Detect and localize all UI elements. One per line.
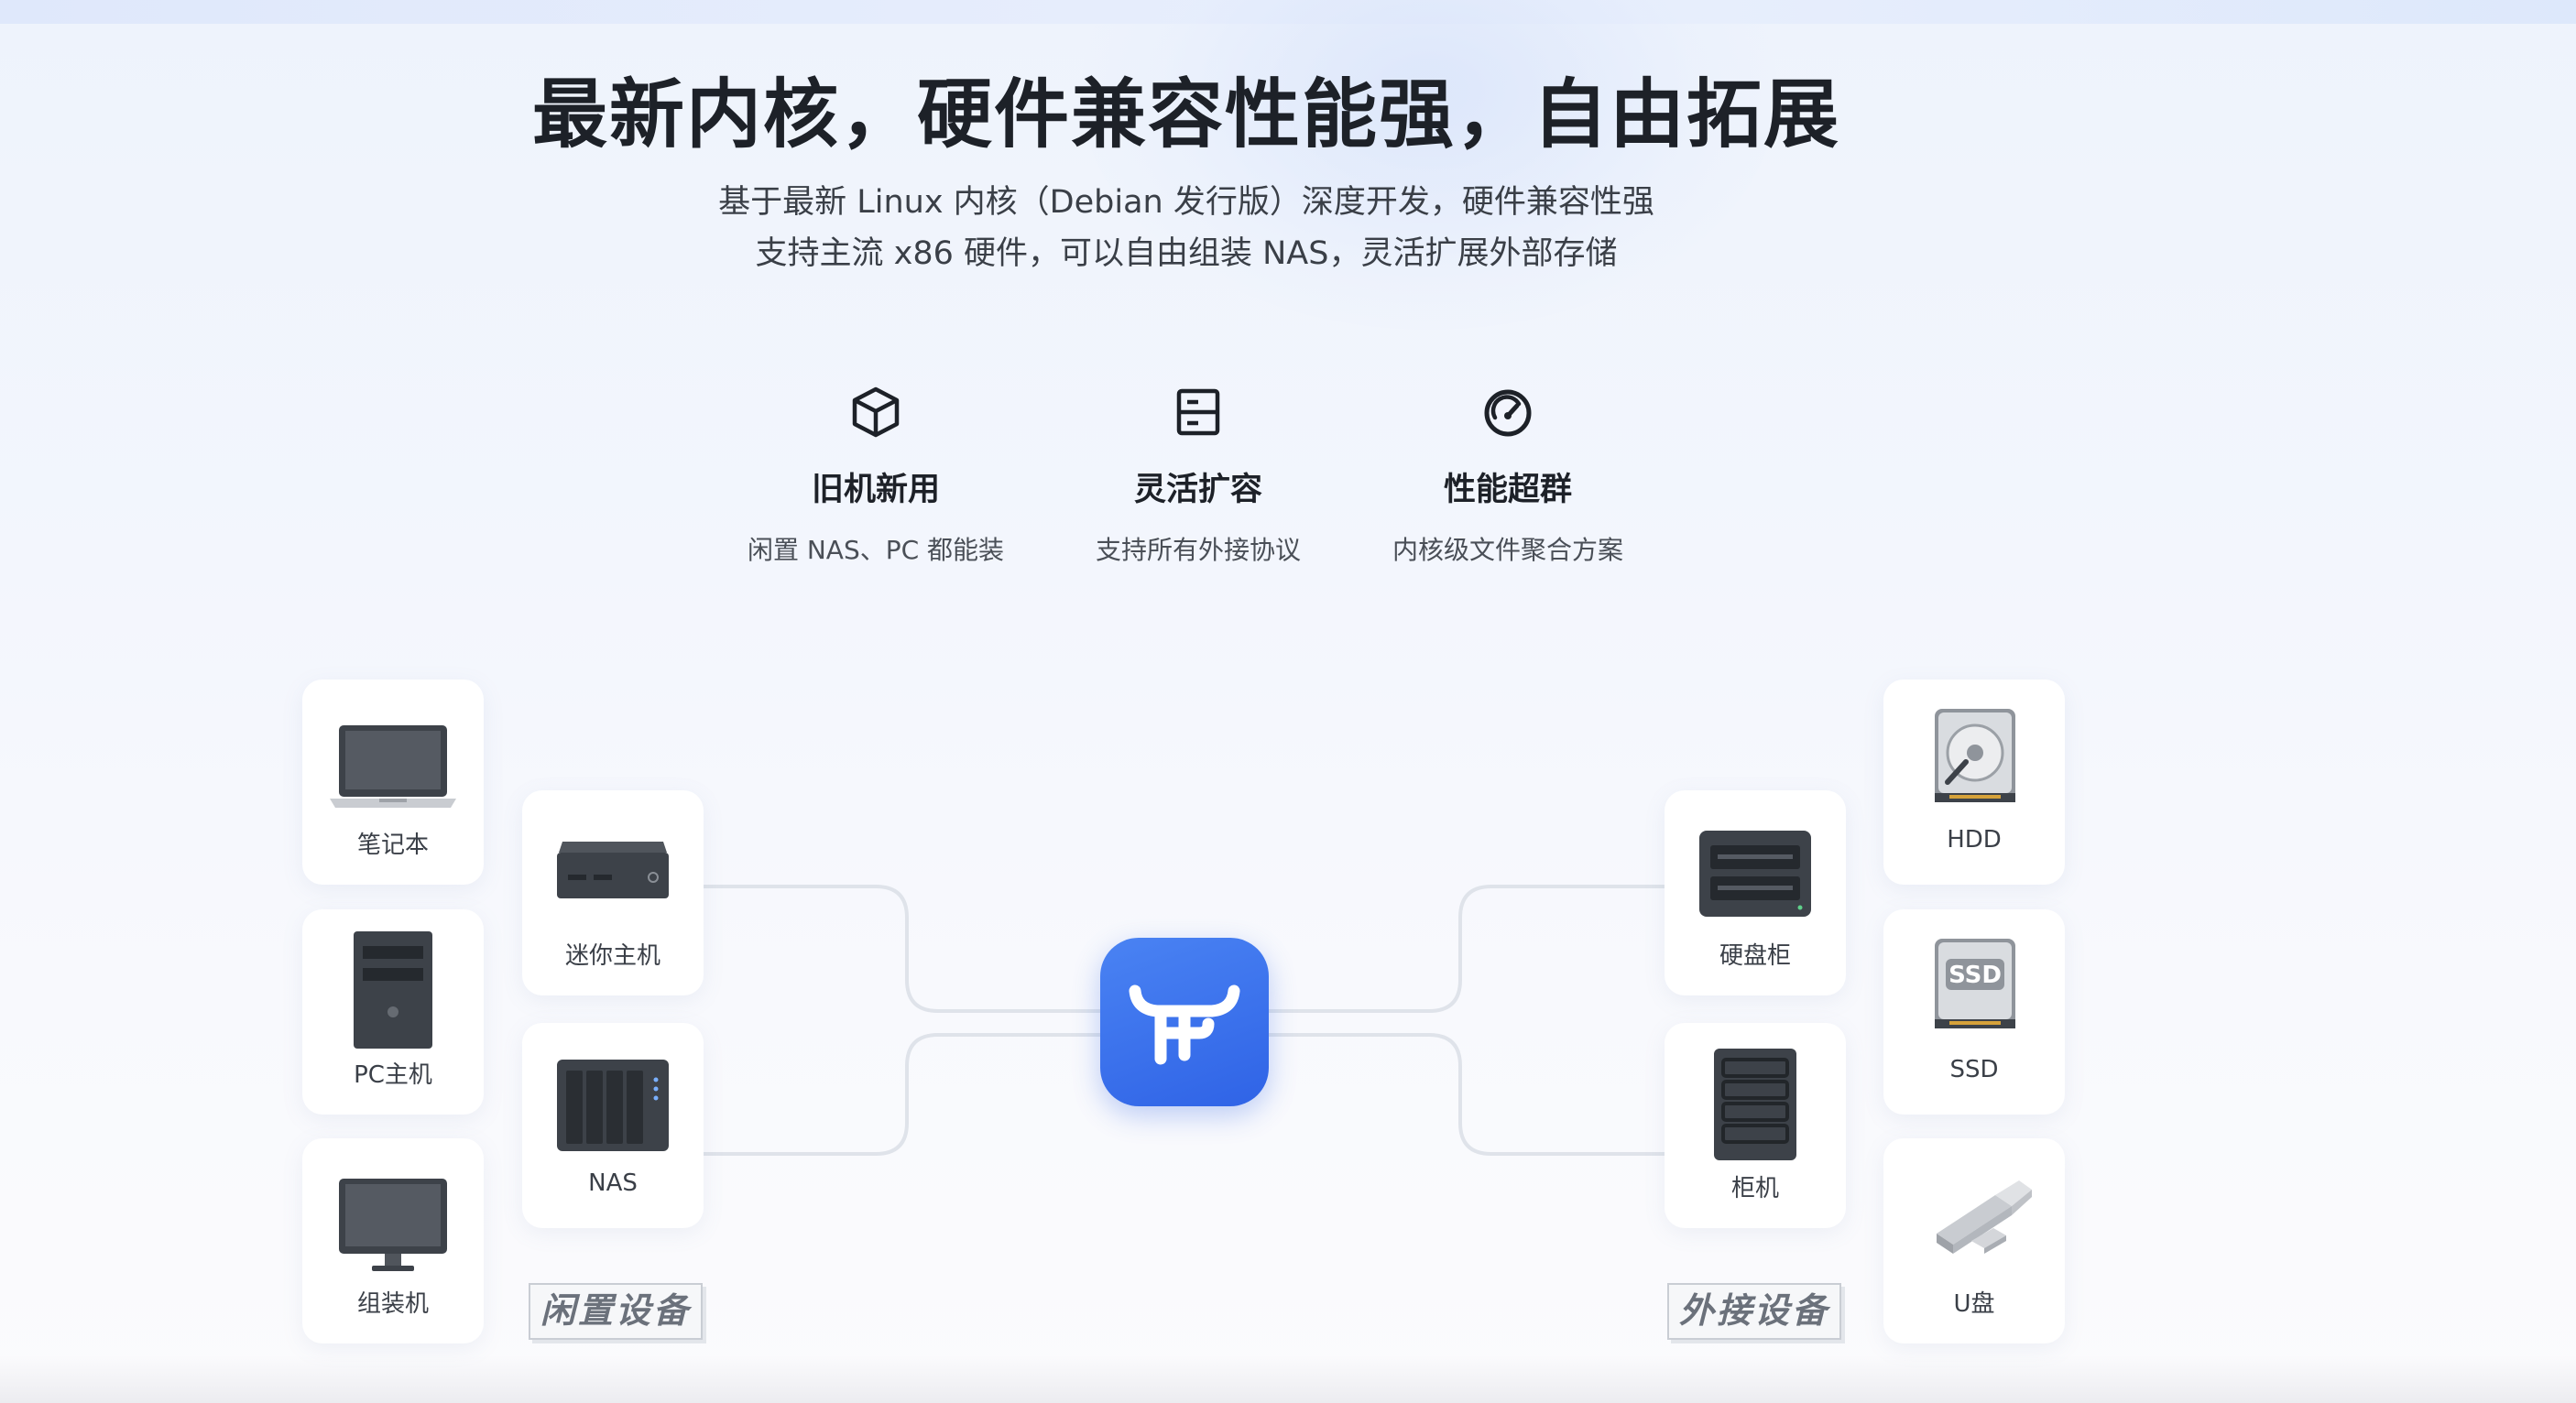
feature-expand: 灵活扩容 支持所有外接协议 <box>1042 385 1354 567</box>
page-title: 最新内核，硬件兼容性能强，自由拓展 <box>531 71 1840 158</box>
device-card-usb: U盘 <box>1883 1138 2065 1343</box>
pc-tower-icon <box>354 931 432 1049</box>
feature-title: 旧机新用 <box>811 472 940 508</box>
feature-desc: 闲置 NAS、PC 都能装 <box>747 535 1005 565</box>
bottom-fade <box>0 1355 2576 1403</box>
device-card-laptop: 笔记本 <box>302 680 484 885</box>
feature-title: 性能超群 <box>1443 472 1572 508</box>
device-card-minipc: 迷你主机 <box>522 790 704 995</box>
drive-enclosure-icon <box>1699 831 1811 917</box>
feature-reuse: 旧机新用 闲置 NAS、PC 都能装 <box>720 385 1031 567</box>
idle-devices-tag: 闲置设备 <box>529 1283 703 1340</box>
device-label: PC主机 <box>354 1061 432 1089</box>
feature-desc: 支持所有外接协议 <box>1095 535 1301 565</box>
device-card-enclosure: 硬盘柜 <box>1665 790 1846 995</box>
device-label: 迷你主机 <box>564 942 660 970</box>
rack-cabinet-icon <box>1714 1049 1796 1160</box>
ssd-icon-text: SSD <box>1948 962 2002 989</box>
feature-title: 灵活扩容 <box>1133 472 1262 508</box>
device-label: 硬盘柜 <box>1719 942 1791 970</box>
device-label: 笔记本 <box>356 832 429 859</box>
device-card-pc: PC主机 <box>302 909 484 1115</box>
laptop-icon <box>330 725 456 808</box>
bull-logo-icon <box>1129 984 1240 1065</box>
device-card-rack: 柜机 <box>1665 1023 1846 1228</box>
mini-pc-icon <box>557 842 669 898</box>
device-label: SSD <box>1949 1056 1999 1083</box>
device-label: HDD <box>1947 826 2002 854</box>
device-card-assembled: 组装机 <box>302 1138 484 1343</box>
device-card-ssd: SSD SSD <box>1883 909 2065 1115</box>
cube-icon <box>852 386 900 438</box>
device-card-hdd: HDD <box>1883 680 2065 885</box>
device-card-nas: NAS <box>522 1023 704 1228</box>
usb-drive-icon <box>1937 1180 2032 1254</box>
feature-performance: 性能超群 内核级文件聚合方案 <box>1352 385 1664 567</box>
monitor-icon <box>339 1179 447 1271</box>
device-label: NAS <box>588 1169 638 1197</box>
page-subtitle-line1: 基于最新 Linux 内核（Debian 发行版）深度开发，硬件兼容性强 <box>718 184 1654 221</box>
speedometer-icon <box>1484 389 1532 437</box>
hub-logo <box>1100 938 1269 1106</box>
feature-desc: 内核级文件聚合方案 <box>1392 535 1623 565</box>
page-subtitle-line2: 支持主流 x86 硬件，可以自由组装 NAS，灵活扩展外部存储 <box>755 235 1618 272</box>
hdd-icon <box>1935 709 2015 802</box>
device-label: 柜机 <box>1730 1175 1779 1202</box>
device-label: U盘 <box>1953 1290 1995 1318</box>
device-label: 组装机 <box>356 1290 429 1318</box>
server-icon <box>1176 388 1220 436</box>
nas-icon <box>557 1060 669 1151</box>
external-devices-tag: 外接设备 <box>1667 1283 1841 1340</box>
ssd-icon: SSD <box>1935 939 2015 1028</box>
